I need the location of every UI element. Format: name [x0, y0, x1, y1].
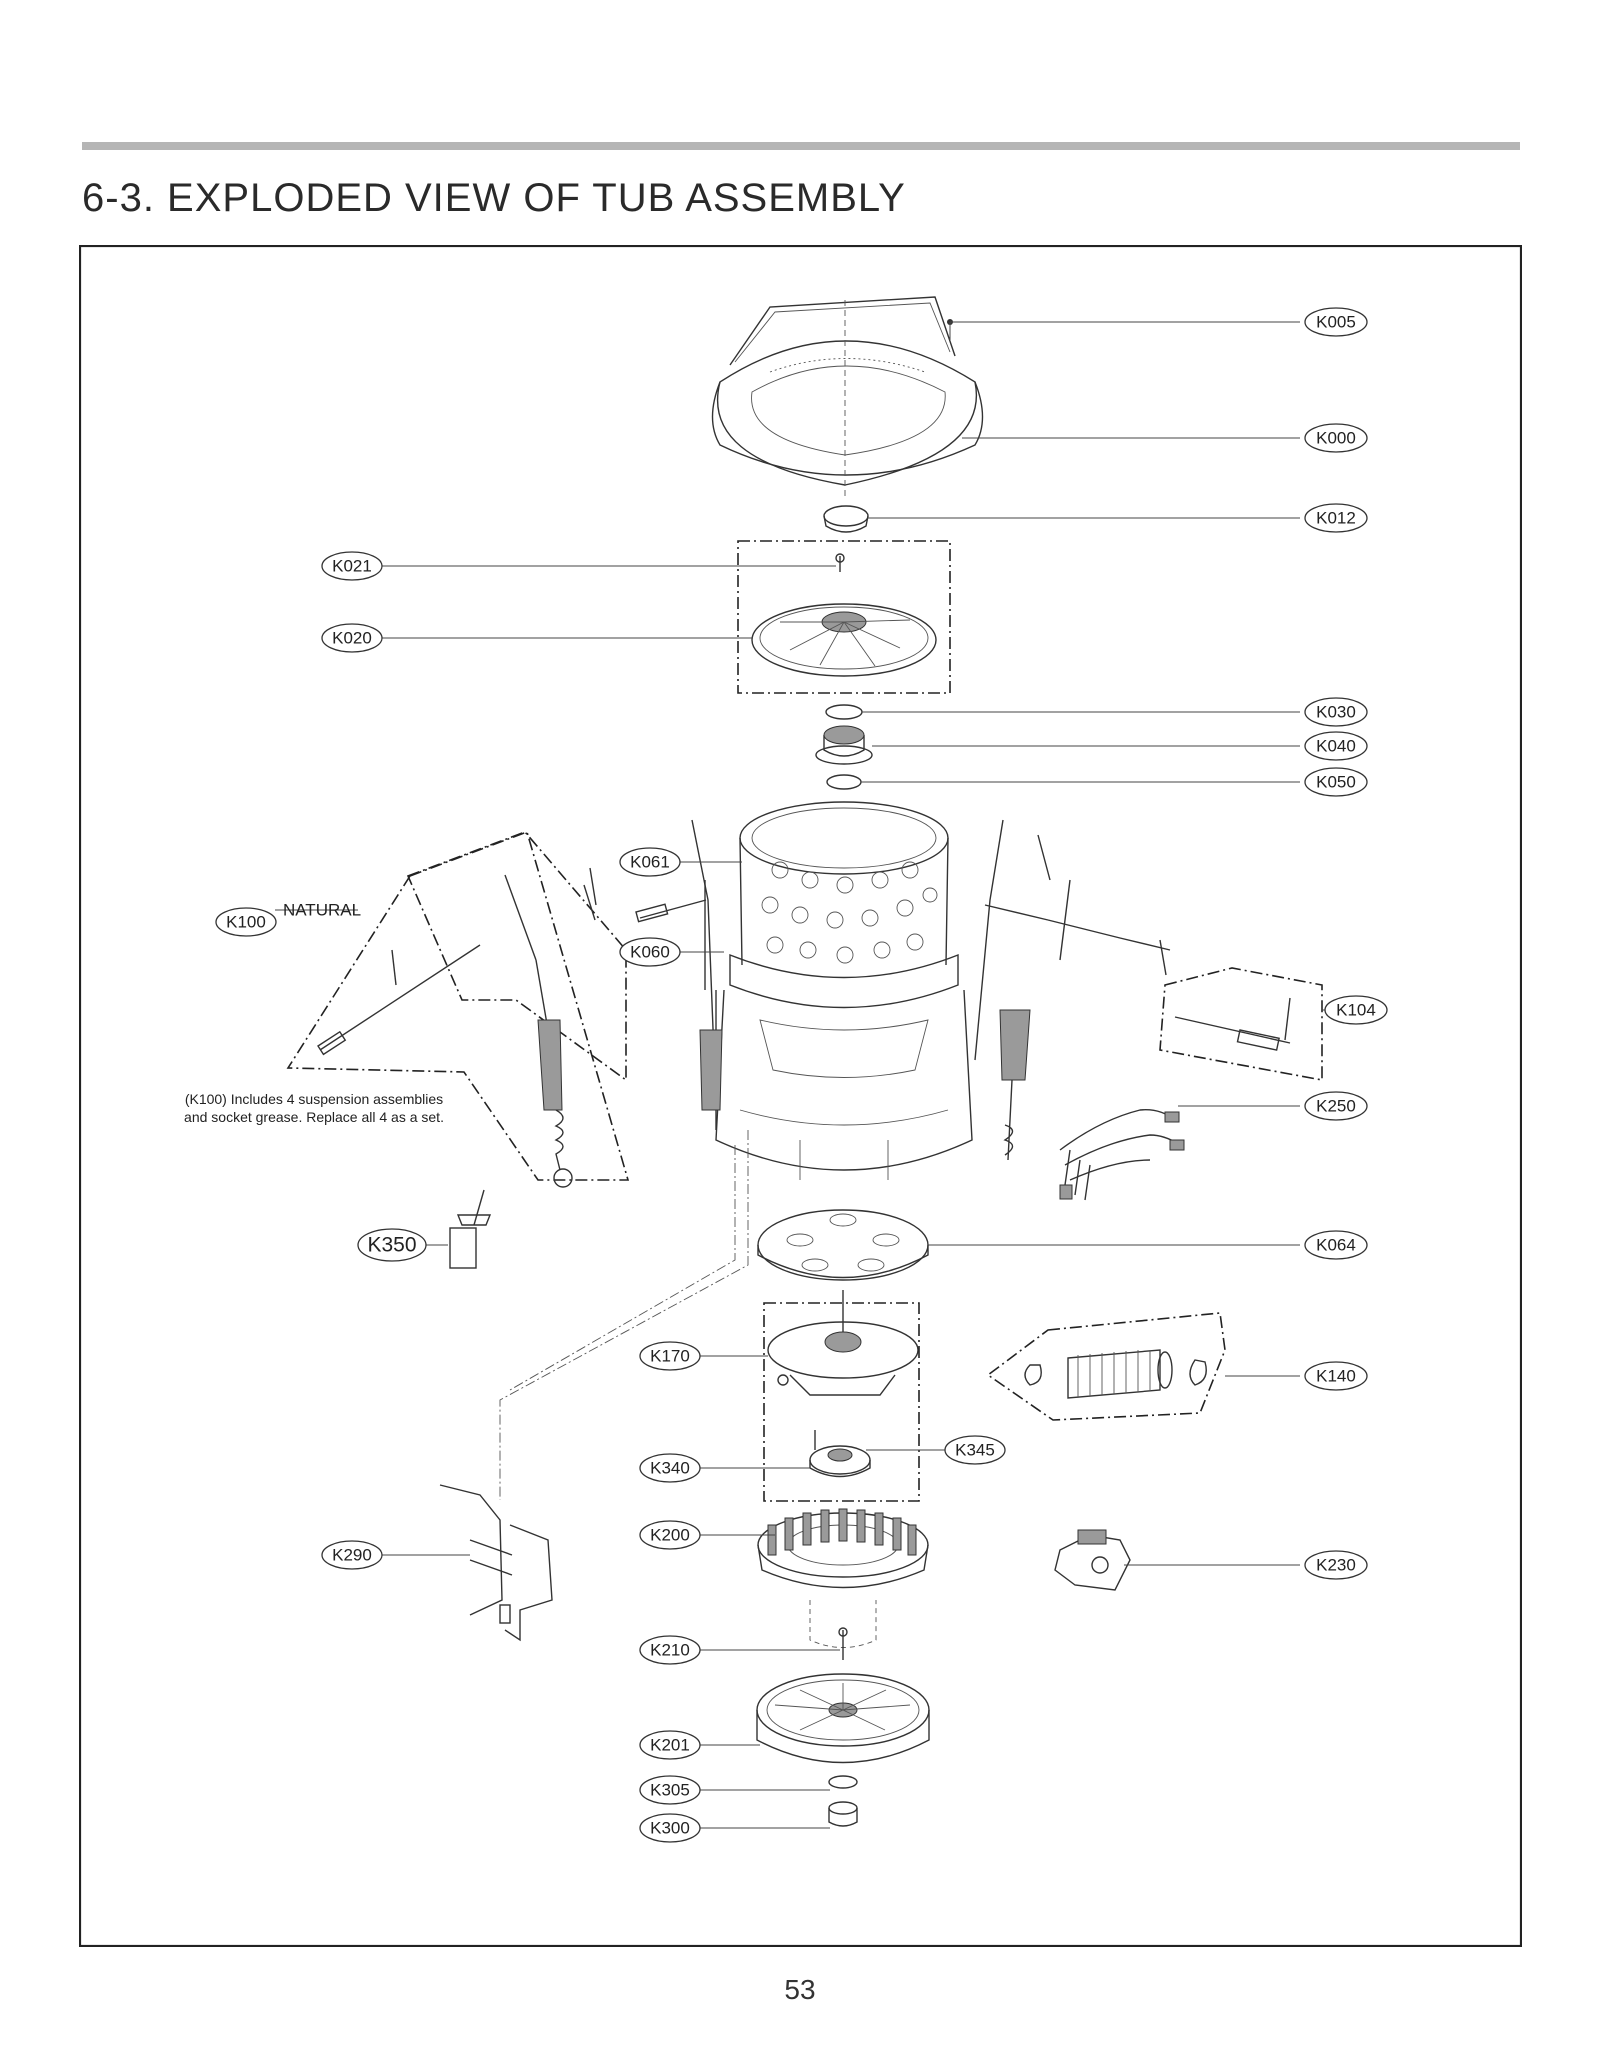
- drain-hose-part: [1024, 1349, 1207, 1399]
- washer-part-k305: [828, 1775, 858, 1789]
- exploded-view-diagram: K005 K000 K012 K021 K020 K030 K040 K050 …: [79, 245, 1522, 1947]
- svg-text:K005: K005: [1316, 313, 1356, 332]
- suspension-assembly-part: [317, 874, 596, 1188]
- suspension-rods-right: [974, 819, 1171, 1161]
- callout-k140: K140: [1304, 1361, 1368, 1391]
- page-number: 53: [784, 1974, 816, 2005]
- callout-k005: K005: [1304, 307, 1368, 337]
- callout-k020: K020: [321, 623, 383, 653]
- rotor-bolt-part: [838, 1627, 848, 1660]
- svg-text:K061: K061: [630, 853, 670, 872]
- callout-k170: K170: [639, 1341, 701, 1371]
- alignment-line: [499, 1130, 749, 1500]
- k100-group-box: [286, 830, 630, 1181]
- svg-text:K020: K020: [332, 629, 372, 648]
- callout-k040: K040: [1304, 731, 1368, 761]
- leader-lines: [275, 321, 1325, 1829]
- bearing-group-box: [763, 1302, 920, 1502]
- rotor-part: [756, 1673, 930, 1764]
- sensor-part: [449, 1189, 492, 1269]
- svg-text:K104: K104: [1336, 1001, 1376, 1020]
- callout-k345: K345: [944, 1435, 1006, 1465]
- svg-text:K021: K021: [332, 557, 372, 576]
- tub-basket-part: [715, 801, 973, 1180]
- callout-k064: K064: [1304, 1230, 1368, 1260]
- svg-text:K200: K200: [650, 1526, 690, 1545]
- callout-k230: K230: [1304, 1550, 1368, 1580]
- svg-text:K040: K040: [1316, 737, 1356, 756]
- svg-text:K340: K340: [650, 1459, 690, 1478]
- tub-cover-part: [711, 296, 984, 500]
- callout-k305: K305: [639, 1775, 701, 1805]
- hub-nut-part-k040: [815, 725, 873, 765]
- callout-k290: K290: [321, 1540, 383, 1570]
- svg-text:K140: K140: [1316, 1367, 1356, 1386]
- pulsator-part: [751, 603, 937, 677]
- callout-k000: K000: [1304, 423, 1368, 453]
- callout-k012: K012: [1304, 503, 1368, 533]
- callout-k210: K210: [639, 1635, 701, 1665]
- bracket-part: [439, 1484, 553, 1642]
- svg-text:K210: K210: [650, 1641, 690, 1660]
- callout-k300: K300: [639, 1813, 701, 1843]
- diagram-border: [79, 245, 1522, 1947]
- callout-k050: K050: [1304, 767, 1368, 797]
- svg-text:K170: K170: [650, 1347, 690, 1366]
- svg-text:K060: K060: [630, 943, 670, 962]
- pulsator-group-box: [737, 540, 951, 694]
- suspension-rods-left: [589, 819, 723, 1130]
- k104-damper-part: [1174, 997, 1291, 1051]
- pump-part: [1054, 1529, 1131, 1591]
- svg-text:K305: K305: [650, 1781, 690, 1800]
- callout-k030: K030: [1304, 697, 1368, 727]
- callout-k061: K061: [619, 847, 681, 877]
- natural-label: NATURAL: [283, 901, 361, 920]
- k100-note-line2: and socket grease. Replace all 4 as a se…: [184, 1109, 444, 1125]
- svg-text:K345: K345: [955, 1441, 995, 1460]
- svg-text:K230: K230: [1316, 1556, 1356, 1575]
- stator-part: [757, 1508, 929, 1648]
- sensor-housing-part: [809, 1430, 871, 1478]
- svg-text:K201: K201: [650, 1736, 690, 1755]
- svg-text:K000: K000: [1316, 429, 1356, 448]
- svg-text:K012: K012: [1316, 509, 1356, 528]
- callout-k021: K021: [321, 551, 383, 581]
- svg-text:K050: K050: [1316, 773, 1356, 792]
- disc-part: [757, 1209, 929, 1281]
- callout-k350: K350: [357, 1228, 427, 1262]
- svg-text:K030: K030: [1316, 703, 1356, 722]
- k100-note-line1: (K100) Includes 4 suspension assemblies: [185, 1091, 443, 1107]
- svg-text:K300: K300: [650, 1819, 690, 1838]
- callout-k250: K250: [1304, 1091, 1368, 1121]
- bearing-housing-part: [767, 1290, 919, 1396]
- washer-part-k030: [825, 704, 863, 720]
- callout-k340: K340: [639, 1453, 701, 1483]
- ring-part-k050: [826, 774, 862, 790]
- svg-text:K100: K100: [226, 913, 266, 932]
- header-rule: [82, 142, 1520, 150]
- svg-text:K350: K350: [367, 1234, 416, 1257]
- k100-group-box-left: [406, 831, 627, 1082]
- svg-text:K290: K290: [332, 1546, 372, 1565]
- cap-part: [823, 505, 869, 533]
- callout-k200: K200: [639, 1520, 701, 1550]
- svg-text:K064: K064: [1316, 1236, 1356, 1255]
- callout-k201: K201: [639, 1730, 701, 1760]
- wire-harness-part: [1059, 1109, 1185, 1201]
- hose-group-box: [986, 1312, 1226, 1421]
- page-title: 6-3. EXPLODED VIEW OF TUB ASSEMBLY: [82, 176, 906, 220]
- callout-k100: K100: [215, 907, 277, 937]
- pulsator-bolt-part: [835, 553, 845, 572]
- k104-group-box: [1159, 967, 1323, 1081]
- callout-k060: K060: [619, 937, 681, 967]
- nut-part-k300: [828, 1801, 858, 1827]
- svg-text:K250: K250: [1316, 1097, 1356, 1116]
- callout-k104: K104: [1324, 995, 1388, 1025]
